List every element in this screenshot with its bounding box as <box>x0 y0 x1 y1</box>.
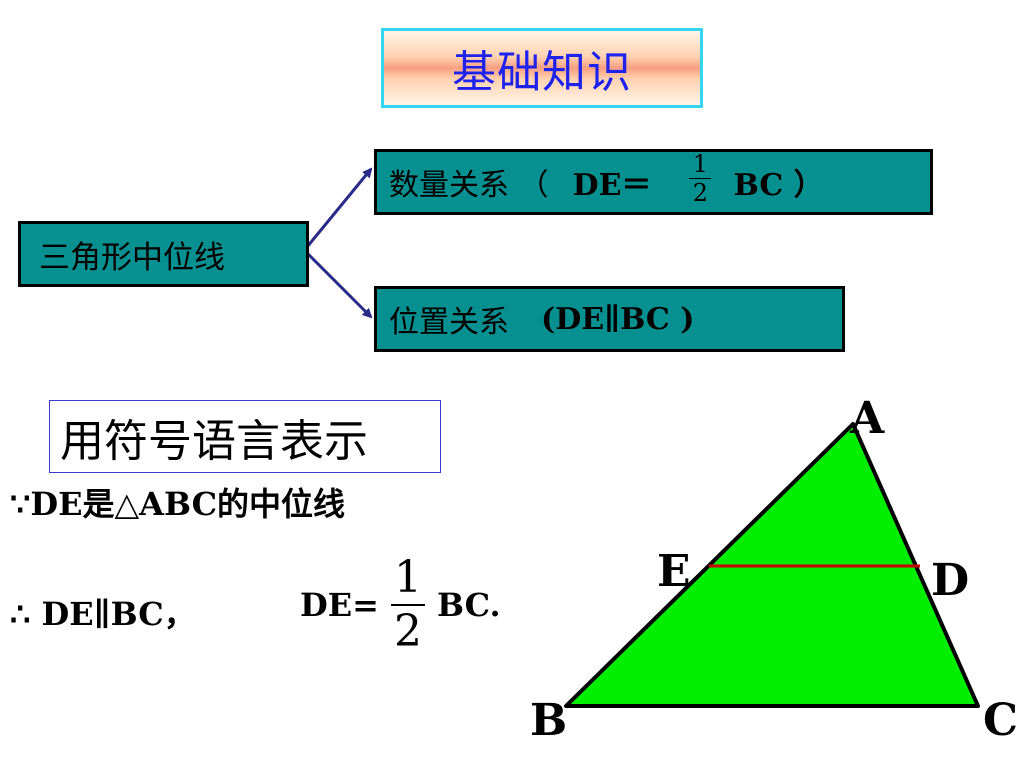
quantity-fraction: 1 2 <box>689 149 712 207</box>
quantity-lhs: DE＝ <box>572 168 652 203</box>
vertex-label-e: E <box>657 546 691 597</box>
formula-lhs: DE= <box>300 586 379 624</box>
premise-line: ∵DE是△ABC的中位线 <box>10 485 346 523</box>
arrow-to-position <box>305 251 373 319</box>
vertex-label-d: D <box>931 555 969 606</box>
vertex-label-a: A <box>849 393 885 444</box>
quantity-fraction-numerator: 1 <box>692 149 709 178</box>
quantity-rhs: BC ） <box>733 168 824 203</box>
quantity-fraction-bar <box>689 177 712 179</box>
title-box: 基础知识 <box>381 28 703 108</box>
arrow-to-quantity <box>305 167 373 248</box>
position-relation: (DE∥BC ) <box>541 301 695 337</box>
topic-label: 三角形中位线 <box>39 239 225 276</box>
formula-fraction-numerator: 1 <box>393 552 422 603</box>
page-title: 基础知识 <box>452 47 632 98</box>
position-label: 位置关系 <box>389 305 509 340</box>
formula-fraction-denominator: 2 <box>393 606 422 657</box>
quantity-relation-box: 数量关系 （ DE＝ 1 2 BC ） <box>374 149 933 215</box>
formula-rhs: BC. <box>436 586 501 624</box>
symbolic-heading: 用符号语言表示 <box>60 415 368 467</box>
formula-fraction: 1 2 <box>390 552 425 657</box>
quantity-fraction-denominator: 2 <box>692 178 709 207</box>
triangle-abc <box>564 422 980 708</box>
midline-formula: DE= 1 2 BC. <box>300 550 501 660</box>
vertex-label-c: C <box>983 695 1018 746</box>
topic-box: 三角形中位线 <box>18 221 309 287</box>
position-relation-box: 位置关系 (DE∥BC ) <box>374 286 845 352</box>
quantity-label: 数量关系 （ <box>389 168 549 203</box>
symbolic-heading-box: 用符号语言表示 <box>49 400 441 473</box>
formula-fraction-bar <box>390 604 425 606</box>
conclusion-line: ∴ DE∥BC， <box>10 595 196 633</box>
vertex-label-b: B <box>530 695 567 746</box>
